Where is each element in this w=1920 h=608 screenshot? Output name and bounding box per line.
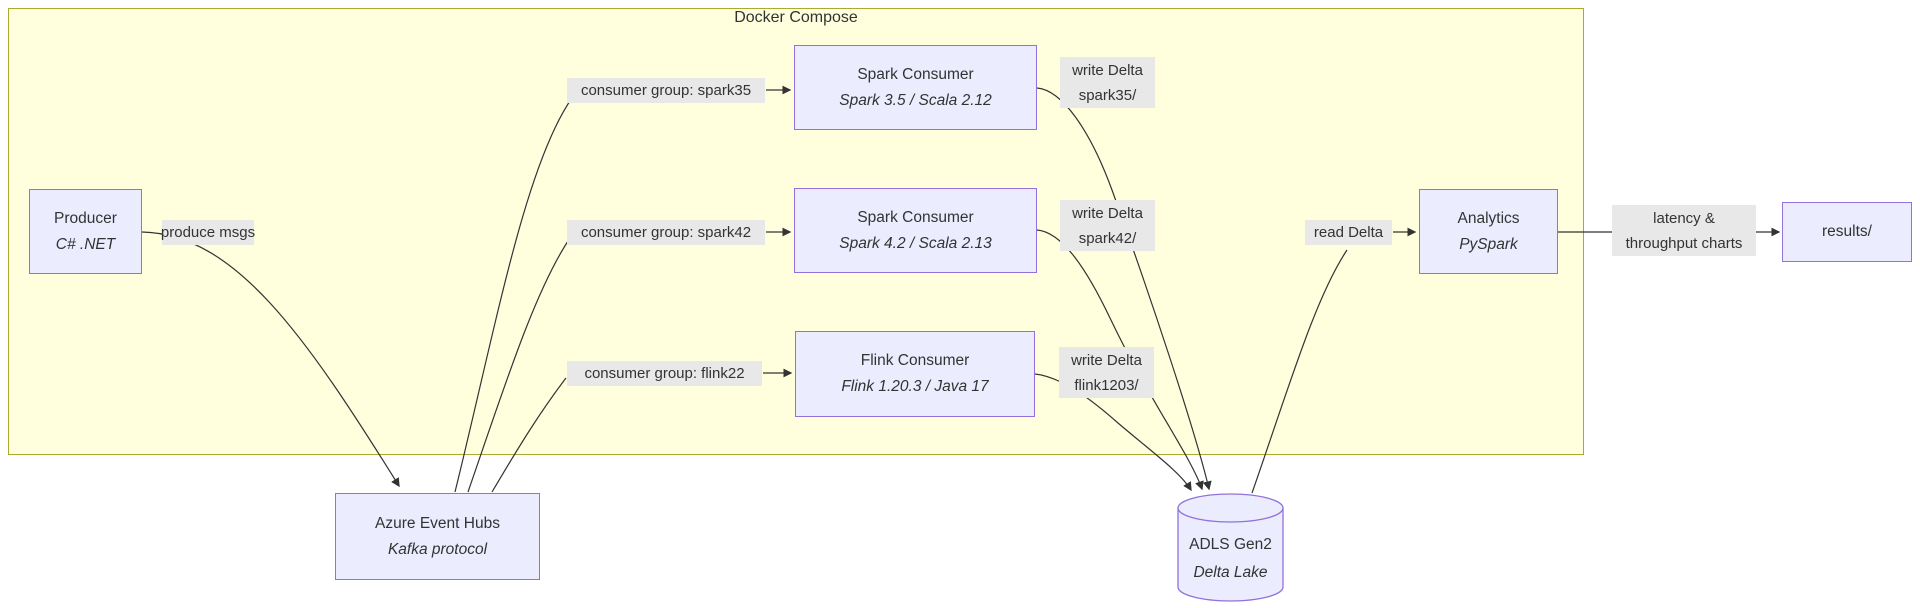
node-spark-consumer-42: Spark Consumer Spark 4.2 / Scala 2.13 <box>794 188 1037 273</box>
edge-label-write-delta-spark42: write Delta spark42/ <box>1060 200 1155 251</box>
node-title: ADLS Gen2 <box>1189 536 1272 553</box>
node-title: Analytics <box>1457 209 1520 227</box>
edge-label-consumer-group-flink22: consumer group: flink22 <box>567 361 762 386</box>
node-spark-consumer-35: Spark Consumer Spark 3.5 / Scala 2.12 <box>794 45 1037 130</box>
node-title: Producer <box>54 209 117 227</box>
node-subtitle: Spark 3.5 / Scala 2.12 <box>839 91 992 109</box>
node-title: results/ <box>1822 223 1872 240</box>
node-results: results/ <box>1782 202 1912 262</box>
node-title: Flink Consumer <box>860 352 970 369</box>
node-analytics: Analytics PySpark <box>1419 189 1558 274</box>
node-azure-event-hubs: Azure Event Hubs Kafka protocol <box>335 493 540 580</box>
node-flink-consumer: Flink Consumer Flink 1.20.3 / Java 17 <box>795 331 1035 417</box>
node-subtitle: PySpark <box>1459 235 1518 253</box>
node-title: Spark Consumer <box>857 208 974 226</box>
edge-label-consumer-group-spark35: consumer group: spark35 <box>567 78 765 103</box>
node-subtitle: Flink 1.20.3 / Java 17 <box>841 378 989 395</box>
edge-label-latency-throughput: latency & throughput charts <box>1612 205 1756 256</box>
node-subtitle: Spark 4.2 / Scala 2.13 <box>839 234 992 252</box>
node-subtitle: Kafka protocol <box>387 540 488 558</box>
edge-label-read-delta: read Delta <box>1305 220 1392 245</box>
node-title: Spark Consumer <box>857 65 974 83</box>
edge-label-produce-msgs: produce msgs <box>161 220 255 245</box>
node-adls-gen2: ADLS Gen2 Delta Lake <box>1178 528 1283 590</box>
node-title: Azure Event Hubs <box>375 514 500 532</box>
edge-label-consumer-group-spark42: consumer group: spark42 <box>567 220 765 245</box>
edge-label-write-delta-flink1203: write Delta flink1203/ <box>1059 347 1154 398</box>
node-producer: Producer C# .NET <box>29 189 142 274</box>
node-subtitle: Delta Lake <box>1193 564 1268 581</box>
edge-label-write-delta-spark35: write Delta spark35/ <box>1060 57 1155 108</box>
cluster-title: Docker Compose <box>734 9 858 26</box>
node-subtitle: C# .NET <box>55 235 116 253</box>
